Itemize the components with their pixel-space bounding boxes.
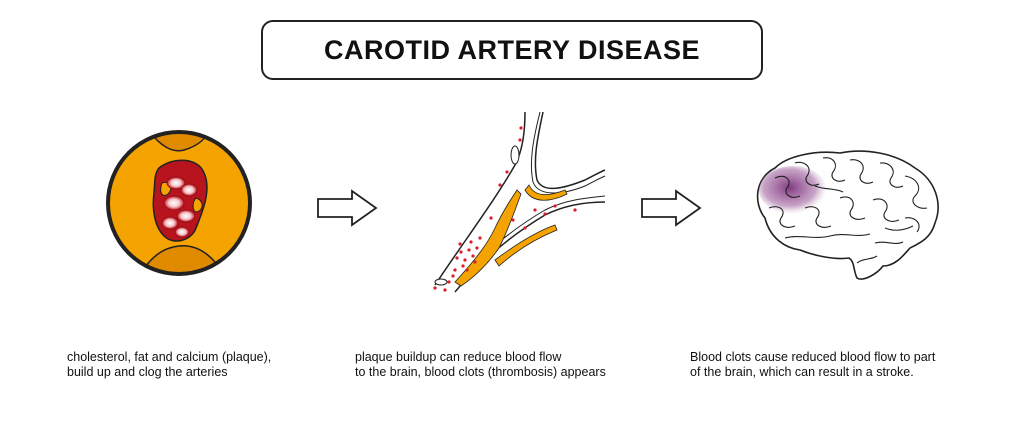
step-2-caption: plaque buildup can reduce blood flow to … xyxy=(355,350,606,379)
diagram-title: CAROTID ARTERY DISEASE xyxy=(323,34,701,65)
arrow-right-icon xyxy=(640,189,702,227)
artery-cross-section-icon xyxy=(104,128,254,278)
step-1-caption: cholesterol, fat and calcium (plaque), b… xyxy=(67,350,272,379)
step-3-caption: Blood clots cause reduced blood flow to … xyxy=(690,350,936,379)
title-box: CAROTID ARTERY DISEASE xyxy=(261,20,763,80)
arrow-right-icon xyxy=(316,189,378,227)
carotid-bifurcation-icon xyxy=(425,110,610,305)
brain-icon xyxy=(745,148,945,288)
